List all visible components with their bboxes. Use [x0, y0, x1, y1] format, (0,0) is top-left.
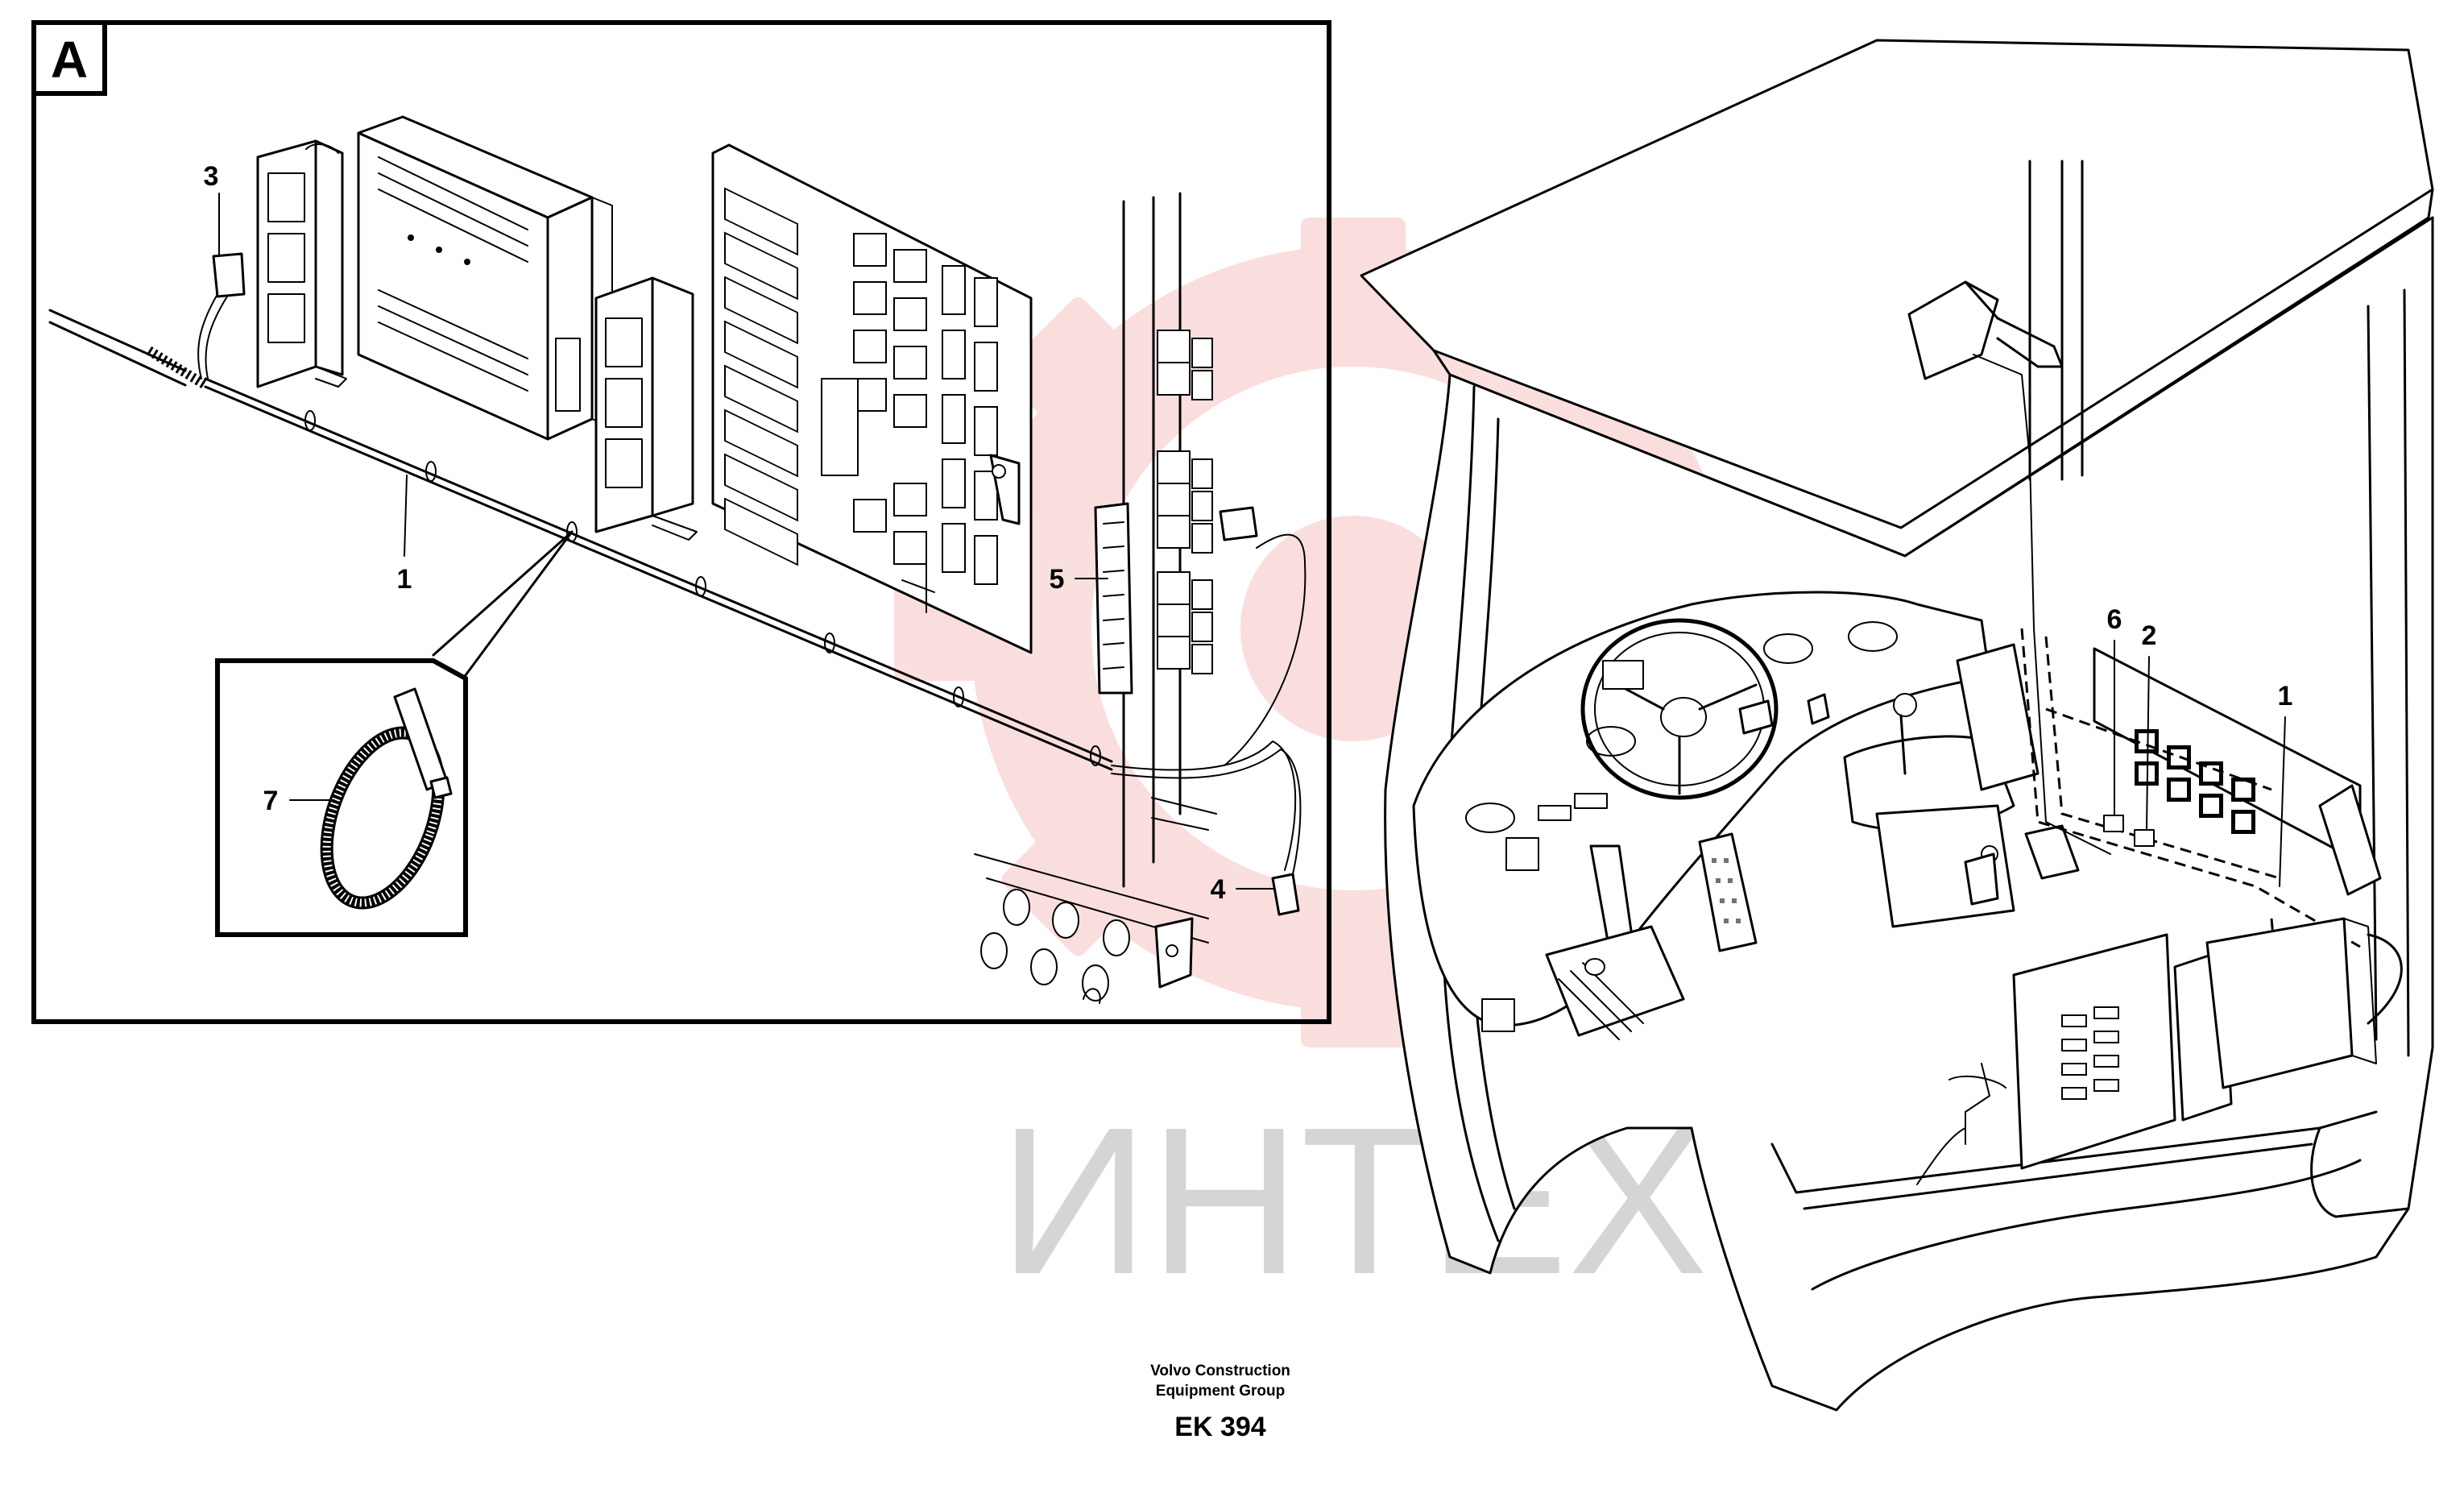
grommets [974, 853, 1209, 1004]
cab-illustration [1360, 39, 2434, 1412]
detail-label: A [51, 31, 88, 89]
callout-2: 2 [2142, 620, 2157, 651]
callout-1-cab: 1 [2278, 681, 2293, 711]
callout-4: 4 [1211, 874, 1226, 905]
drawing-code: EK 394 [1174, 1412, 1265, 1442]
detail-label-box [31, 20, 107, 96]
cable-tie-inset [215, 530, 574, 937]
callout-6: 6 [2107, 604, 2122, 635]
detail-frame [31, 20, 1331, 1024]
callout-7: 7 [263, 786, 279, 816]
circuit-board [711, 143, 1033, 654]
control-unit-box [357, 115, 613, 441]
callout-1-detail: 1 [397, 564, 412, 595]
relay-bracket-middle [594, 276, 698, 541]
detail-a-panel: A [31, 20, 1331, 1024]
credit-line-1: Volvo Construction [1150, 1362, 1290, 1379]
callouts: 3 1 5 4 7 6 2 1 [204, 161, 2293, 905]
relay-bracket-left [256, 139, 347, 388]
callout-3: 3 [204, 161, 219, 192]
cable-harness [48, 252, 1307, 916]
credit-line-2: Equipment Group [1156, 1383, 1285, 1400]
callout-5: 5 [1050, 564, 1065, 595]
fuse-relay-pillar [1094, 192, 1217, 888]
credit-block: Volvo Construction Equipment Group EK 39… [1150, 1362, 1290, 1442]
